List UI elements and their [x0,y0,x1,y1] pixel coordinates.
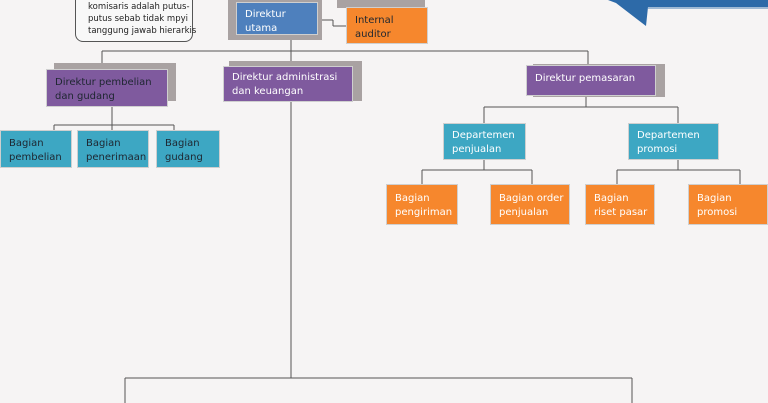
direktur-pemasaran-label: Direktur pemasaran [535,73,636,84]
bagian-penerimaan-label: Bagian penerimaan [86,138,147,163]
bagian-pembelian-label: Bagian pembelian [9,138,62,163]
bagian-promosi-label: Bagian promosi [697,193,738,218]
internal-auditor-label: Internal auditor [355,15,394,40]
direktur-pembelian-label: Direktur pembelian dan gudang [55,77,152,102]
bagian-pembelian-box[interactable]: Bagian pembelian [0,130,72,168]
direktur-utama-label: Direktur utama [245,9,286,34]
direktur-administrasi-box[interactable]: Direktur administrasi dan keuangan [223,66,353,102]
callout-arrow-shape [608,0,768,26]
bagian-penerimaan-box[interactable]: Bagian penerimaan [77,130,149,168]
bagian-pengiriman-box[interactable]: Bagian pengiriman [386,184,458,225]
bagian-order-penjualan-box[interactable]: Bagian order penjualan [490,184,570,225]
direktur-pemasaran-box[interactable]: Direktur pemasaran [526,65,656,96]
note-line-2: putus sebab tidak mpyi [88,13,188,24]
direktur-utama-box[interactable]: Direktur utama [236,2,318,35]
bagian-riset-pasar-box[interactable]: Bagian riset pasar [585,184,655,225]
bagian-gudang-label: Bagian gudang [165,138,203,163]
bagian-riset-pasar-label: Bagian riset pasar [594,193,648,218]
note-line-1: komisaris adalah putus- [88,2,190,12]
shadow-internal-auditor [337,0,425,8]
departemen-promosi-label: Departemen promosi [637,130,700,155]
direktur-pembelian-box[interactable]: Direktur pembelian dan gudang [46,69,168,107]
bagian-order-penjualan-label: Bagian order penjualan [499,193,564,218]
bagian-promosi-box[interactable]: Bagian promosi [688,184,768,225]
bagian-gudang-box[interactable]: Bagian gudang [156,130,220,168]
internal-auditor-box[interactable]: Internal auditor [346,7,428,44]
note-box: komisaris adalah putus- putus sebab tida… [75,0,197,42]
departemen-penjualan-label: Departemen penjualan [452,130,515,155]
bagian-pengiriman-label: Bagian pengiriman [395,193,453,218]
direktur-administrasi-label: Direktur administrasi dan keuangan [232,72,338,97]
note-line-3: tanggung jawab hierarkis [88,25,197,36]
departemen-penjualan-box[interactable]: Departemen penjualan [443,123,526,160]
departemen-promosi-box[interactable]: Departemen promosi [628,123,719,160]
